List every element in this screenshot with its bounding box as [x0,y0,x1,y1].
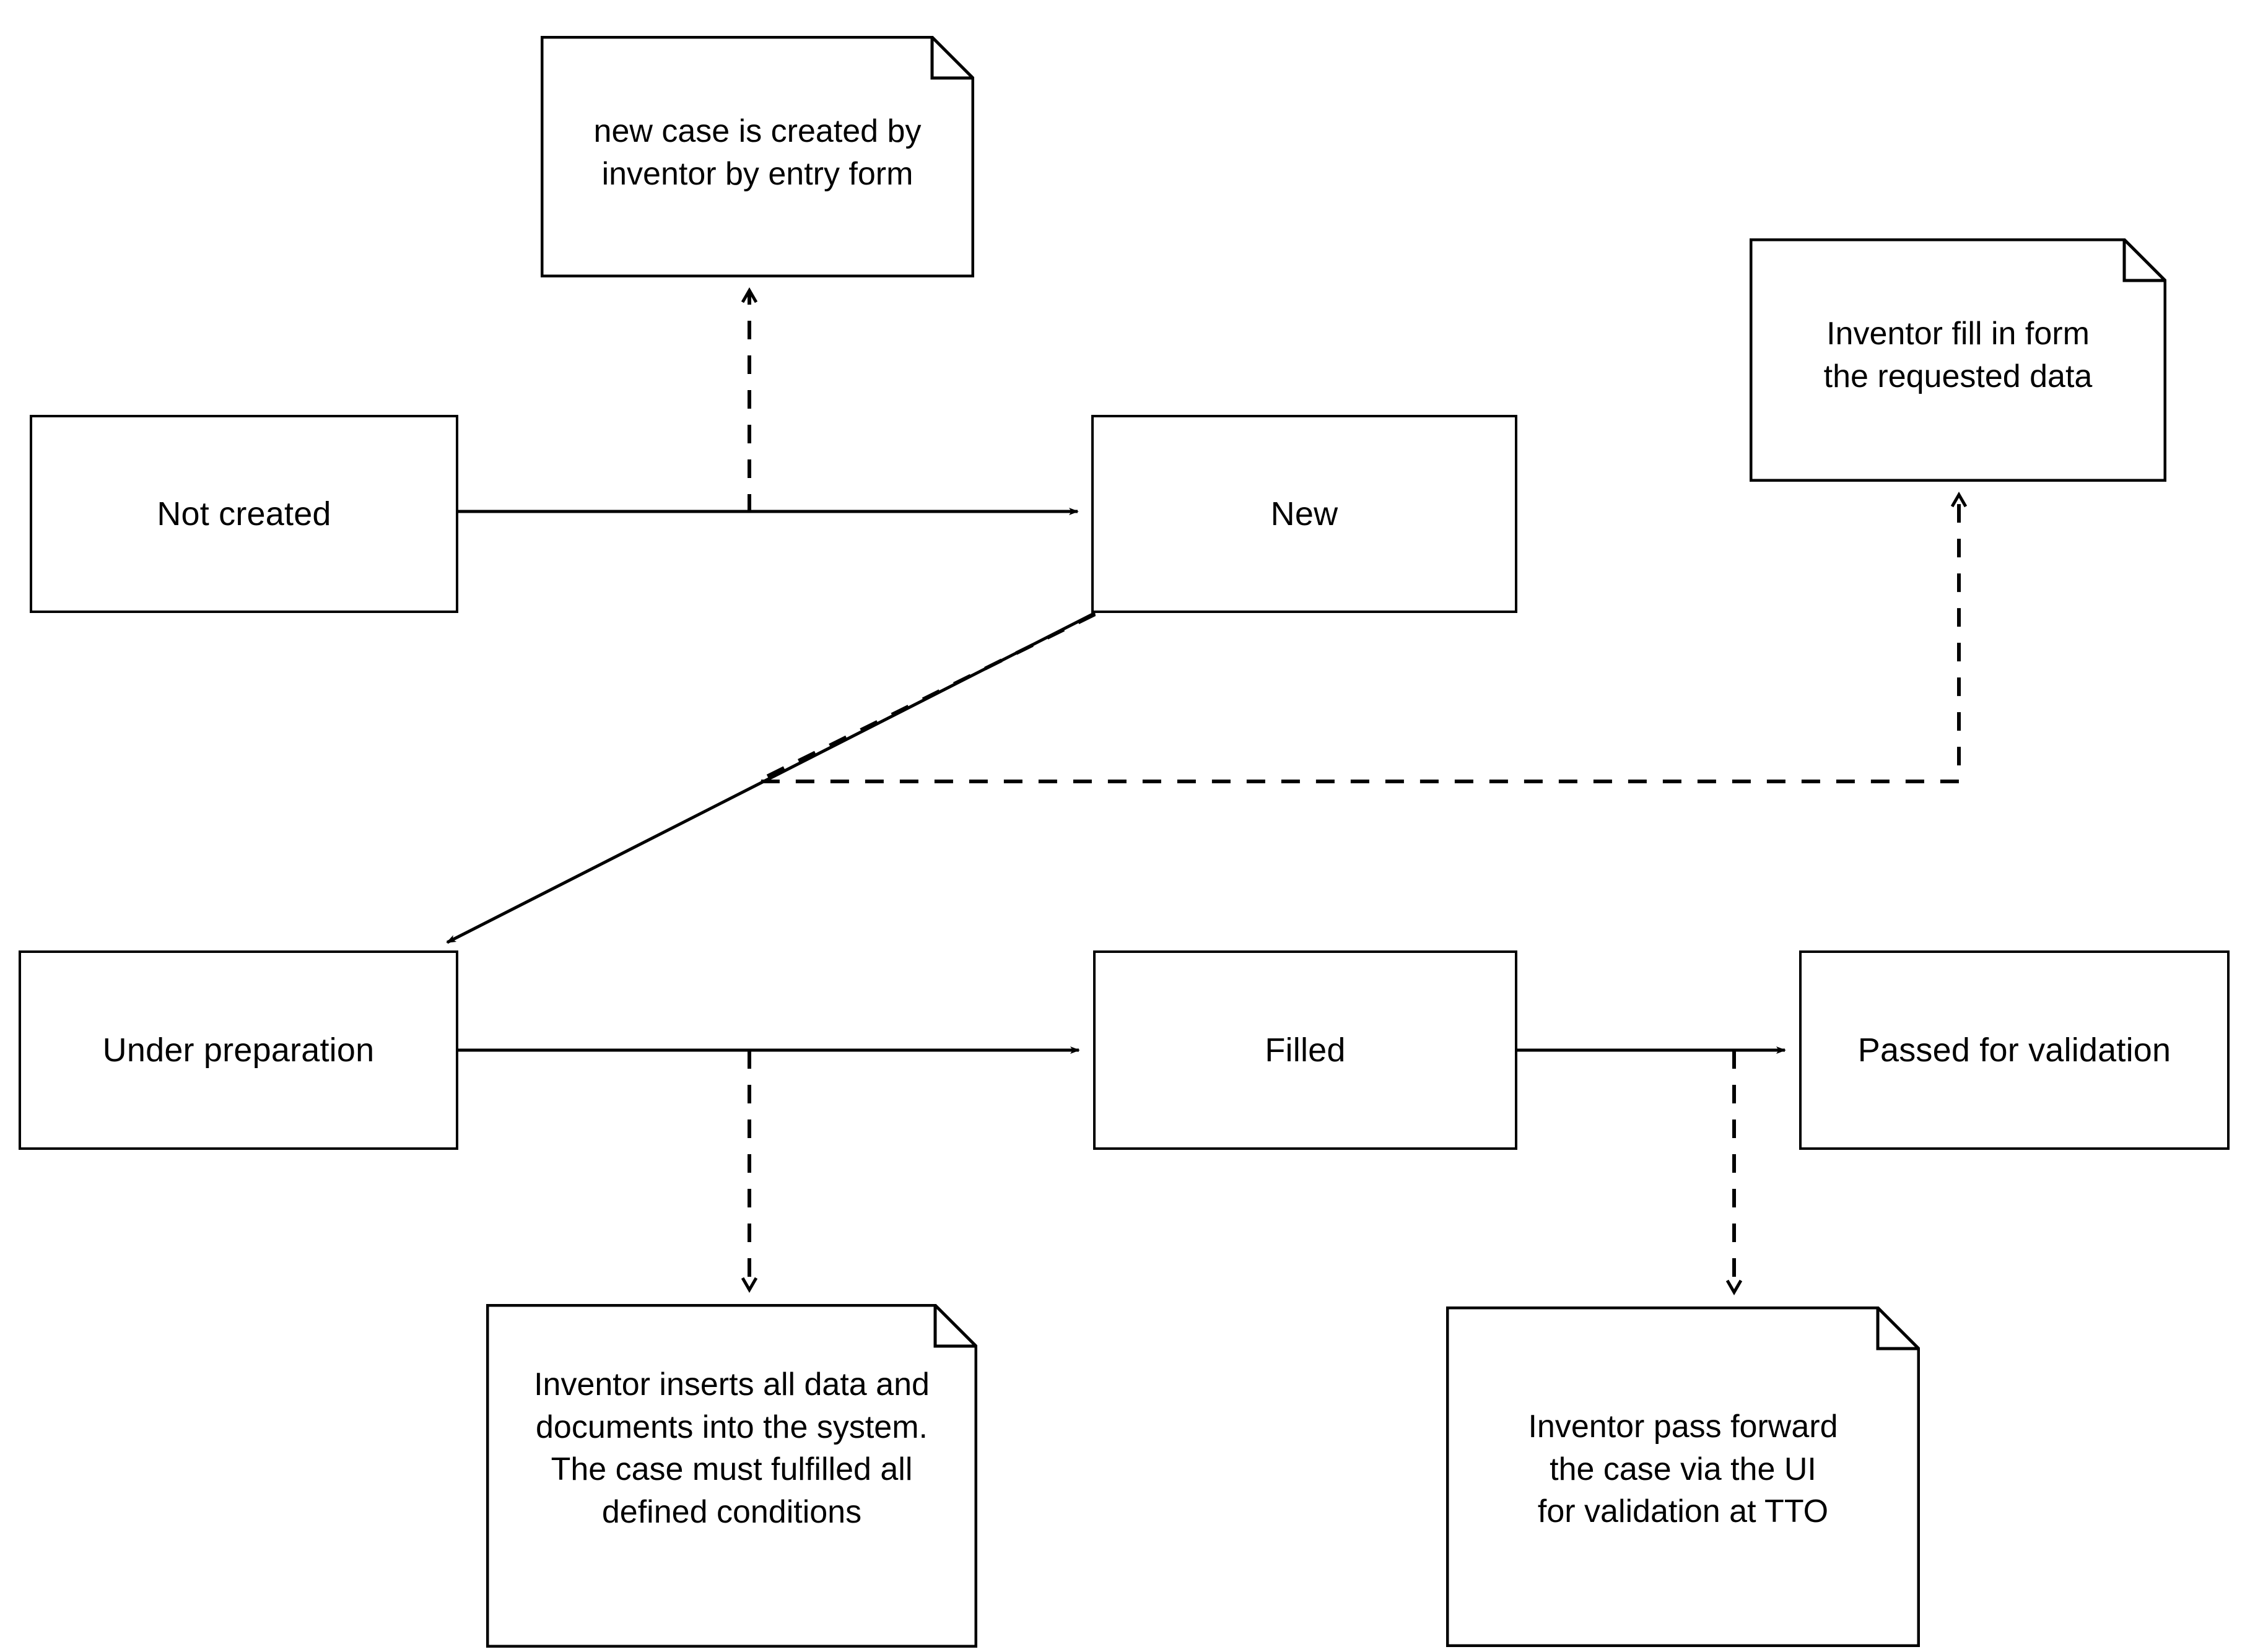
note-text: Inventor fill in form the requested data [1823,316,2093,394]
note-inventor-fill-in-form[interactable]: Inventor fill in form the requested data [1750,238,2166,482]
state-under-preparation[interactable]: Under preparation [19,950,458,1150]
note-inventor-inserts-data[interactable]: Inventor inserts all data and documents … [486,1304,977,1648]
state-filled[interactable]: Filled [1093,950,1517,1150]
note-folded-corner-icon [541,36,974,277]
state-new[interactable]: New [1091,415,1517,613]
note-folded-corner-icon [1750,238,2166,482]
state-label: Filled [1265,1031,1346,1069]
note-text: Inventor inserts all data and documents … [534,1367,930,1530]
note-new-case-created[interactable]: new case is created by inventor by entry… [541,36,974,277]
note-folded-corner-icon [1446,1306,1920,1647]
state-label: New [1270,495,1338,533]
note-folded-corner-icon [486,1304,977,1648]
note-text: new case is created by inventor by entry… [593,113,922,192]
note-inventor-pass-forward[interactable]: Inventor pass forward the case via the U… [1446,1306,1920,1647]
state-label: Passed for validation [1857,1031,2171,1069]
state-passed-for-validation[interactable]: Passed for validation [1799,950,2230,1150]
transition-new-to-under-preparation [446,611,1096,944]
state-label: Not created [157,495,331,533]
state-not-created[interactable]: Not created [30,415,458,613]
state-label: Under preparation [102,1031,375,1069]
note-text: Inventor pass forward the case via the U… [1528,1409,1838,1530]
